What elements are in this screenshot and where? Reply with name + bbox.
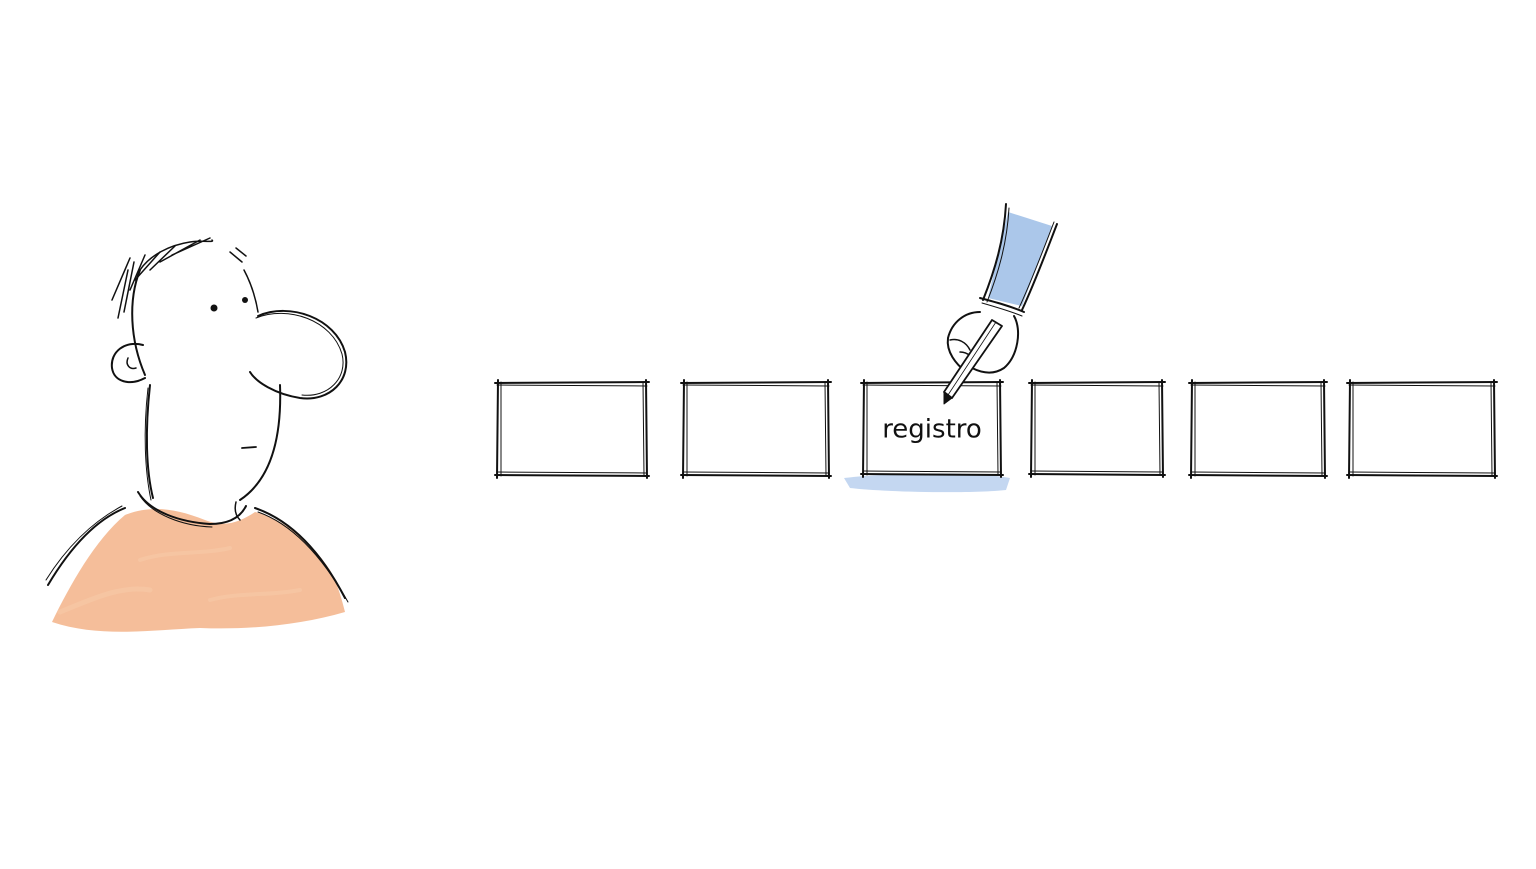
box-6 [1346,379,1498,479]
box-4 [1028,379,1166,478]
eye-left [210,304,218,312]
box-label: registro [882,415,982,445]
box-1 [494,379,650,479]
box-row: registro [494,379,1498,493]
box-5 [1188,379,1328,479]
person-illustration [45,237,349,632]
box-highlight-shadow [844,473,1010,493]
eye-right [242,297,248,303]
box-2 [680,379,832,479]
hand-with-pencil-illustration [943,203,1058,405]
box-3: registro [844,379,1010,493]
shirt-fill [52,508,345,632]
sleeve-fill [988,212,1052,306]
